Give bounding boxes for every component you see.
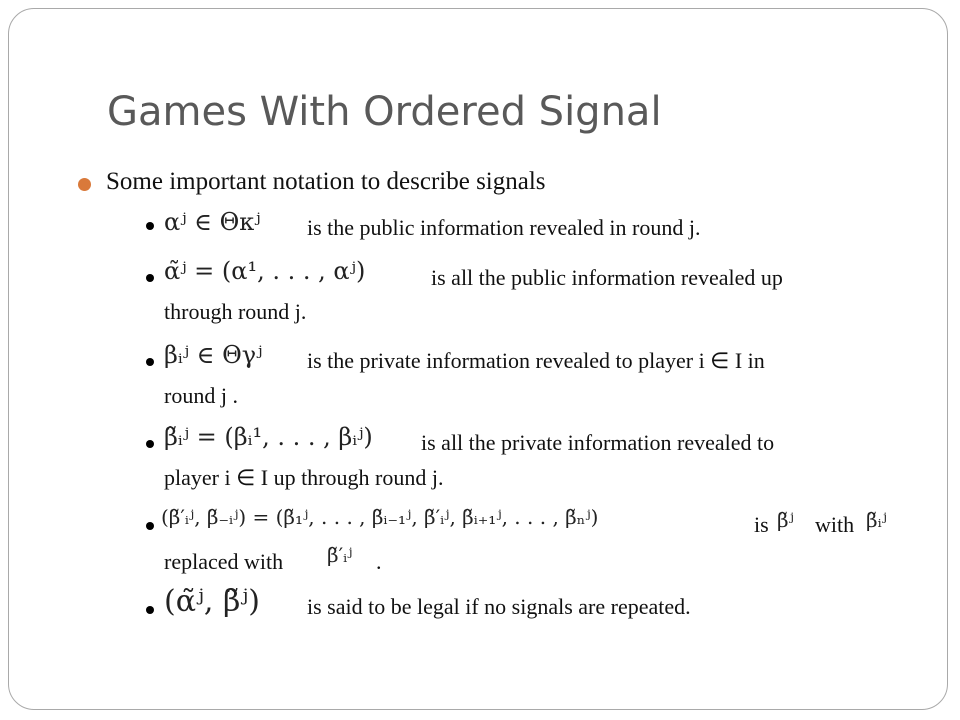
bullet-dot-icon — [146, 358, 154, 366]
item-5-with: with — [815, 512, 855, 537]
bullet-dot-icon — [146, 440, 154, 448]
bullet-dot-icon — [146, 222, 154, 230]
slide: Games With Ordered Signal Some important… — [8, 8, 948, 710]
bullet-dot-icon — [146, 522, 154, 530]
orange-bullet-icon — [78, 178, 91, 191]
formula-beta-tilde-j: β̃ʲ — [777, 508, 794, 532]
item-4-continuation: player i ∈ I up through round j. — [164, 465, 444, 490]
formula-alpha-tilde-j: α̃ʲ = (α¹, . . . , αʲ) — [164, 257, 366, 285]
formula-beta-tilde-i-j: β̃ᵢʲ = (βᵢ¹, . . . , βᵢʲ) — [164, 423, 373, 451]
item-1-text: is the public information revealed in ro… — [307, 215, 701, 240]
item-2-text: is all the public information revealed u… — [431, 265, 783, 290]
bullet-dot-icon — [146, 274, 154, 282]
item-4-text: is all the private information revealed … — [421, 430, 775, 455]
item-5-period: . — [376, 549, 382, 574]
item-5-replaced-with: replaced with — [164, 549, 284, 574]
item-3-continuation: round j . — [164, 383, 238, 408]
formula-beta-i-j: βᵢʲ ∈ Θγʲ — [164, 341, 263, 369]
intro-text: Some important notation to describe sign… — [106, 168, 546, 195]
formula-alpha-beta-pair: (α̃ʲ, β̃ʲ) — [164, 584, 260, 619]
item-2-continuation: through round j. — [164, 299, 307, 324]
intro-bullet: Some important notation to describe sign… — [78, 168, 546, 196]
formula-beta-prime-substitution: (β̃′ᵢʲ, β̃₋ᵢʲ) = (β̃₁ʲ, . . . , β̃ᵢ₋₁ʲ, … — [161, 505, 599, 529]
item-5-is: is — [754, 512, 769, 537]
formula-beta-prime-i-j: β̃′ᵢʲ — [327, 543, 353, 567]
slide-title: Games With Ordered Signal — [107, 89, 662, 135]
bullet-dot-icon — [146, 606, 154, 614]
item-6-text: is said to be legal if no signals are re… — [307, 594, 691, 619]
item-3-text: is the private information revealed to p… — [307, 348, 765, 373]
formula-alpha-j: αʲ ∈ Θκʲ — [164, 208, 261, 236]
formula-beta-tilde-i-j-small: β̃ᵢʲ — [866, 508, 887, 532]
